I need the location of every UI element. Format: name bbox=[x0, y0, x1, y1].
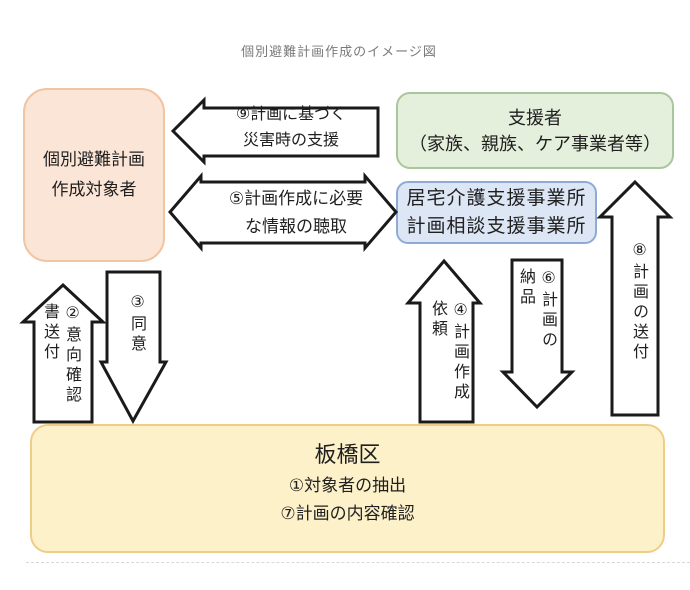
arrow-step9-label-line1: ⑨計画に基づく bbox=[235, 106, 347, 123]
arrow-step8-label: ⑧計画の送付 bbox=[630, 240, 647, 363]
arrow-step4-label: ④計画作成依頼 bbox=[429, 300, 468, 403]
arrow-step2-up-icon bbox=[19, 282, 107, 424]
arrow-step6-down-icon bbox=[499, 258, 576, 410]
arrow-step5-label-line2: な情報の聴取 bbox=[245, 217, 347, 236]
arrow-step3-label: ③同意 bbox=[128, 292, 145, 355]
itabashi-step1-extract-targets: ①対象者の抽出 bbox=[288, 476, 407, 495]
diagram-title: 個別避難計画作成のイメージ図 bbox=[241, 44, 437, 59]
arrow-step5-double-icon bbox=[168, 171, 398, 253]
box-supporters-line2: （家族、親族、ケア事業者等） bbox=[409, 133, 661, 154]
box-supporters-line1: 支援者 bbox=[508, 107, 562, 128]
itabashi-step7-confirm-plan: ⑦計画の内容確認 bbox=[280, 504, 415, 523]
box-care-support-offices-line2: 計画相談支援事業所 bbox=[406, 215, 587, 237]
box-supporters: 支援者 （家族、親族、ケア事業者等） bbox=[396, 92, 674, 169]
box-plan-target-person-line1: 個別避難計画 bbox=[43, 150, 145, 169]
arrow-step5-label-line1: ⑤計画作成に必要 bbox=[228, 189, 364, 208]
arrow-step8-up-icon bbox=[596, 179, 674, 417]
arrow-step6-label: ⑥計画の納品 bbox=[517, 268, 556, 351]
arrow-step9-label: ⑨計画に基づく 災害時の支援 bbox=[202, 102, 380, 154]
arrow-step9-left-icon bbox=[170, 96, 380, 166]
arrow-step4-up-icon bbox=[404, 258, 484, 424]
arrow-step9-label-line2: 災害時の支援 bbox=[242, 132, 339, 149]
itabashi-ward-name: 板橋区 bbox=[314, 442, 381, 467]
arrow-step3-down-icon bbox=[98, 270, 169, 425]
box-itabashi-ward: 板橋区 ①対象者の抽出 ⑦計画の内容確認 bbox=[30, 424, 665, 553]
arrow-step2-label: ②意向確認書送付 bbox=[41, 303, 80, 406]
arrow-step5-label: ⑤計画作成に必要 な情報の聴取 bbox=[198, 185, 394, 241]
box-care-support-offices-line1: 居宅介護支援事業所 bbox=[406, 187, 587, 209]
box-plan-target-person-line2: 作成対象者 bbox=[51, 180, 137, 199]
box-care-support-offices: 居宅介護支援事業所 計画相談支援事業所 bbox=[396, 181, 597, 244]
faint-separator-line bbox=[26, 562, 690, 563]
box-plan-target-person: 個別避難計画 作成対象者 bbox=[23, 88, 165, 262]
